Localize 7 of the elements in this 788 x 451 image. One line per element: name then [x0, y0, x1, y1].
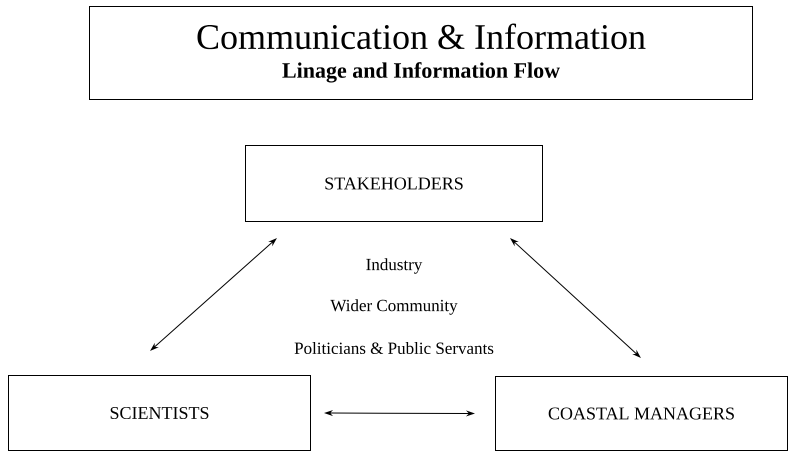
label: Politicians & Public Servants: [294, 342, 494, 354]
label: Industry: [366, 258, 422, 274]
box: SCIENTISTS: [8, 375, 311, 451]
box: STAKEHOLDERS: [245, 145, 543, 222]
label: Wider Community: [330, 299, 458, 315]
box: COASTAL MANAGERS: [495, 376, 788, 451]
title-box: Communication & Information Linage and Information Flow: [89, 6, 753, 100]
